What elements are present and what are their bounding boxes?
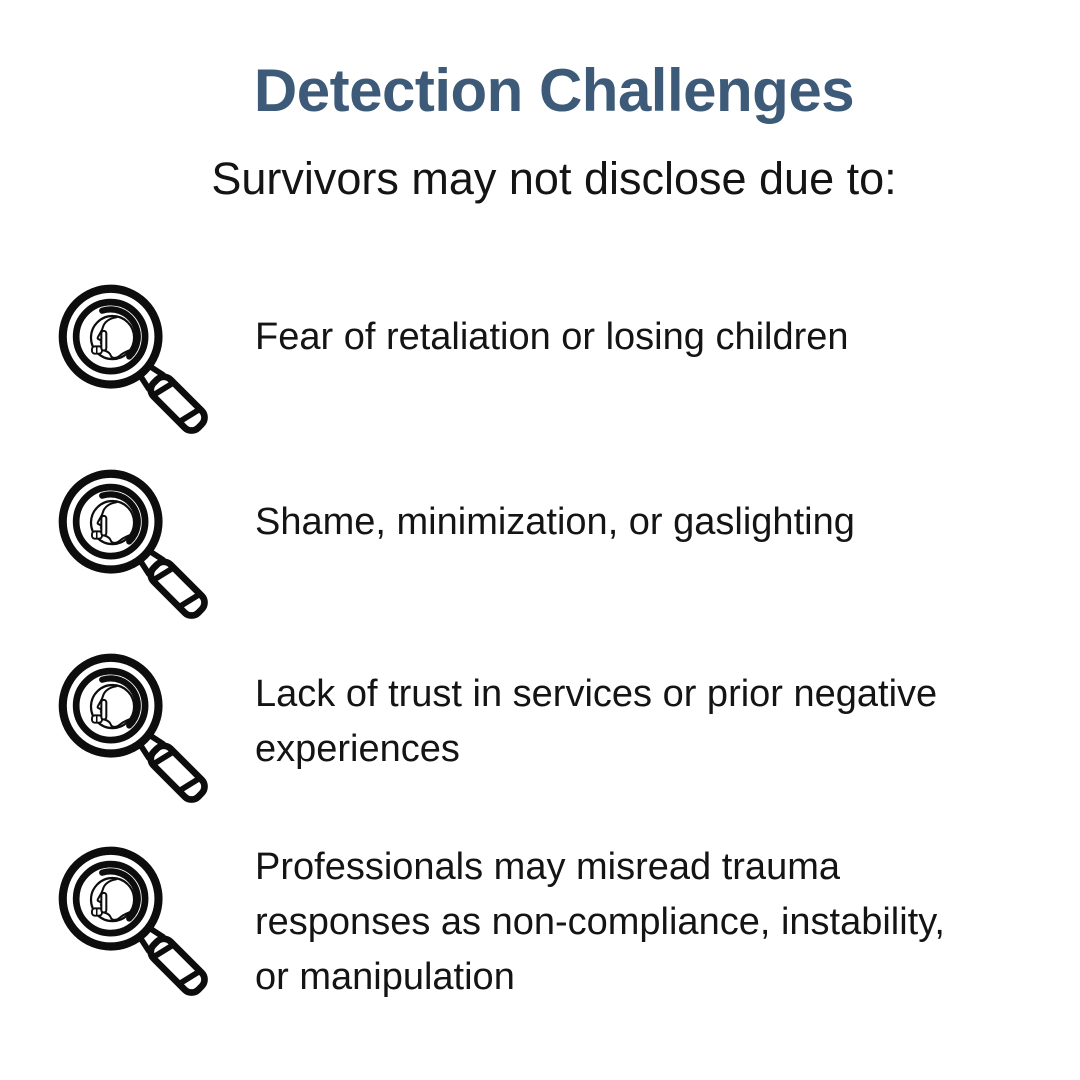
page-title: Detection Challenges bbox=[253, 57, 855, 124]
list-item: Shame, minimization, or gaslighting bbox=[57, 468, 1047, 626]
magnifier-shh-icon bbox=[57, 283, 215, 441]
icon-cell bbox=[57, 283, 227, 441]
icon-cell bbox=[57, 468, 227, 626]
list-item-text: Fear of retaliation or losing children bbox=[255, 316, 849, 358]
page-subtitle: Survivors may not disclose due to: bbox=[211, 153, 897, 204]
list-item-text: Shame, minimization, or gaslighting bbox=[255, 501, 855, 543]
list-item: Fear of retaliation or losing children bbox=[57, 283, 1047, 441]
magnifier-shh-icon bbox=[57, 845, 215, 1003]
icon-cell bbox=[57, 652, 227, 810]
list-item-text: Professionals may misread trauma respons… bbox=[255, 846, 945, 998]
header: Detection Challenges Survivors may not d… bbox=[0, 0, 1080, 207]
list-item: Lack of trust in services or prior negat… bbox=[57, 652, 1047, 810]
magnifier-shh-icon bbox=[57, 468, 215, 626]
list-item-text: Lack of trust in services or prior negat… bbox=[255, 673, 938, 770]
challenge-list: Fear of retaliation or losing children S… bbox=[57, 283, 1047, 1005]
magnifier-shh-icon bbox=[57, 652, 215, 810]
icon-cell bbox=[57, 845, 227, 1003]
list-item: Professionals may misread trauma respons… bbox=[57, 845, 1047, 1005]
